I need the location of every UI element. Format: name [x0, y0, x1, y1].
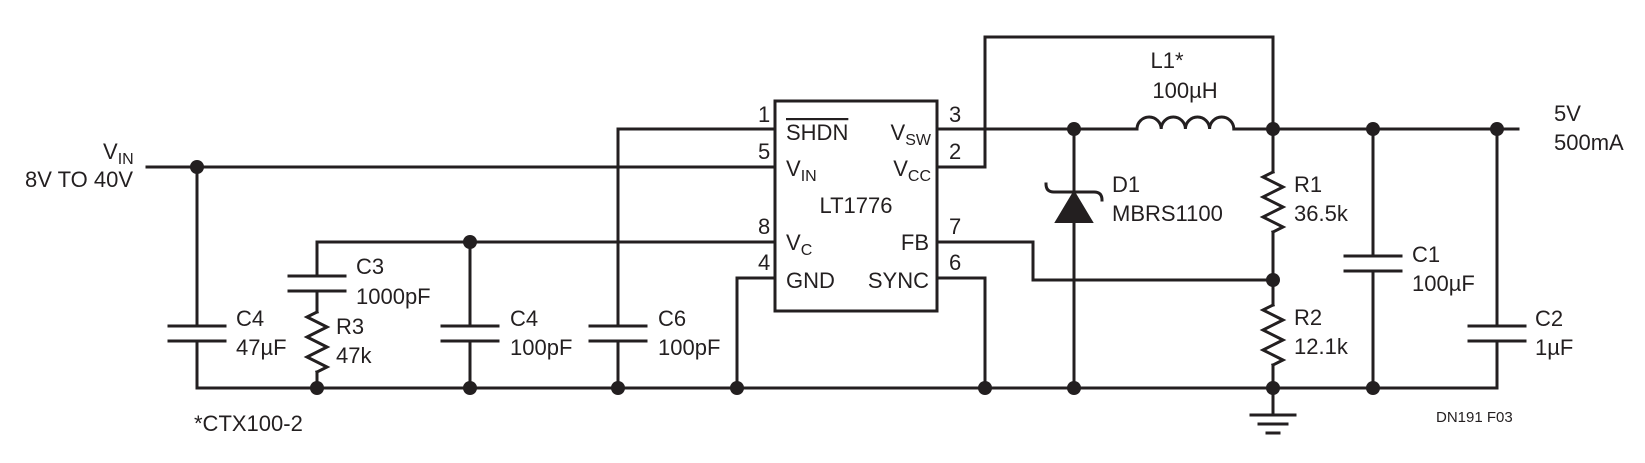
c1-ref: C1: [1412, 242, 1440, 267]
d1-diode-symbol: [1044, 182, 1104, 223]
c1-value: 100µF: [1412, 271, 1475, 296]
c6-value: 100pF: [658, 335, 720, 360]
c3-capacitor-symbol: [287, 274, 347, 293]
r3-value: 47k: [336, 343, 372, 368]
output-voltage: 5V: [1554, 101, 1581, 126]
pin-number-shdn: 1: [758, 102, 770, 127]
pin-label-fb: FB: [901, 230, 929, 255]
c4-vc-capacitor-symbol: [440, 324, 500, 343]
ic-part-number: LT1776: [820, 193, 893, 218]
output-current: 500mA: [1554, 130, 1624, 155]
r3-ref: R3: [336, 314, 364, 339]
c3-value: 1000pF: [356, 284, 431, 309]
l1-ref: L1*: [1150, 48, 1183, 73]
c2-ref: C2: [1535, 306, 1563, 331]
pin-number-vsw: 3: [949, 102, 961, 127]
footnote: *CTX100-2: [194, 411, 303, 436]
r3-resistor-symbol: [303, 309, 331, 375]
c4-in-capacitor-symbol: [167, 324, 227, 343]
figure-id: DN191 F03: [1436, 409, 1513, 426]
vin-input-label: VIN: [103, 139, 134, 168]
pin-number-sync: 6: [949, 250, 961, 275]
c3-ref: C3: [356, 254, 384, 279]
pin-number-vin: 5: [758, 139, 770, 164]
pin-label-vc: VC: [786, 230, 812, 259]
gnd-pin-wire: [735, 276, 777, 390]
vin-input-range: 8V TO 40V: [25, 167, 133, 192]
pin-number-gnd: 4: [758, 250, 770, 275]
r1-ref: R1: [1294, 172, 1322, 197]
pin-label-gnd: GND: [786, 268, 835, 293]
c6-capacitor-symbol: [588, 324, 648, 343]
pin-label-vsw: VSW: [891, 120, 932, 149]
pin-label-sync: SYNC: [868, 268, 929, 293]
pin-number-vc: 8: [758, 214, 770, 239]
r2-ref: R2: [1294, 305, 1322, 330]
c4-in-ref: C4: [236, 306, 264, 331]
r2-value: 12.1k: [1294, 334, 1349, 359]
junction-dots: [190, 122, 1504, 395]
c6-ref: C6: [658, 306, 686, 331]
ground-symbol: [1249, 413, 1297, 435]
pin-label-shdn: SHDN: [786, 120, 848, 145]
fb-wire: [935, 240, 1275, 282]
r1-resistor-symbol: [1259, 169, 1287, 235]
wires: [145, 35, 1520, 417]
pin-number-fb: 7: [949, 214, 961, 239]
pin-label-vin: VIN: [786, 156, 817, 185]
l1-value: 100µH: [1152, 78, 1217, 103]
vcc-wire: [935, 35, 1275, 169]
ic-body: [773, 99, 939, 313]
c4-vc-value: 100pF: [510, 335, 572, 360]
r1-value: 36.5k: [1294, 201, 1349, 226]
d1-ref: D1: [1112, 172, 1140, 197]
c2-value: 1µF: [1535, 335, 1573, 360]
l1-inductor-symbol: [1135, 115, 1236, 131]
c4-in-value: 47µF: [236, 335, 287, 360]
pin-number-vcc: 2: [949, 139, 961, 164]
c1-capacitor-symbol: [1343, 254, 1403, 273]
c2-capacitor-symbol: [1467, 324, 1527, 343]
pin-label-vcc: VCC: [893, 156, 931, 185]
sync-wire: [935, 276, 987, 390]
d1-value: MBRS1100: [1112, 201, 1223, 226]
r2-resistor-symbol: [1259, 302, 1287, 368]
c4-vc-ref: C4: [510, 306, 538, 331]
